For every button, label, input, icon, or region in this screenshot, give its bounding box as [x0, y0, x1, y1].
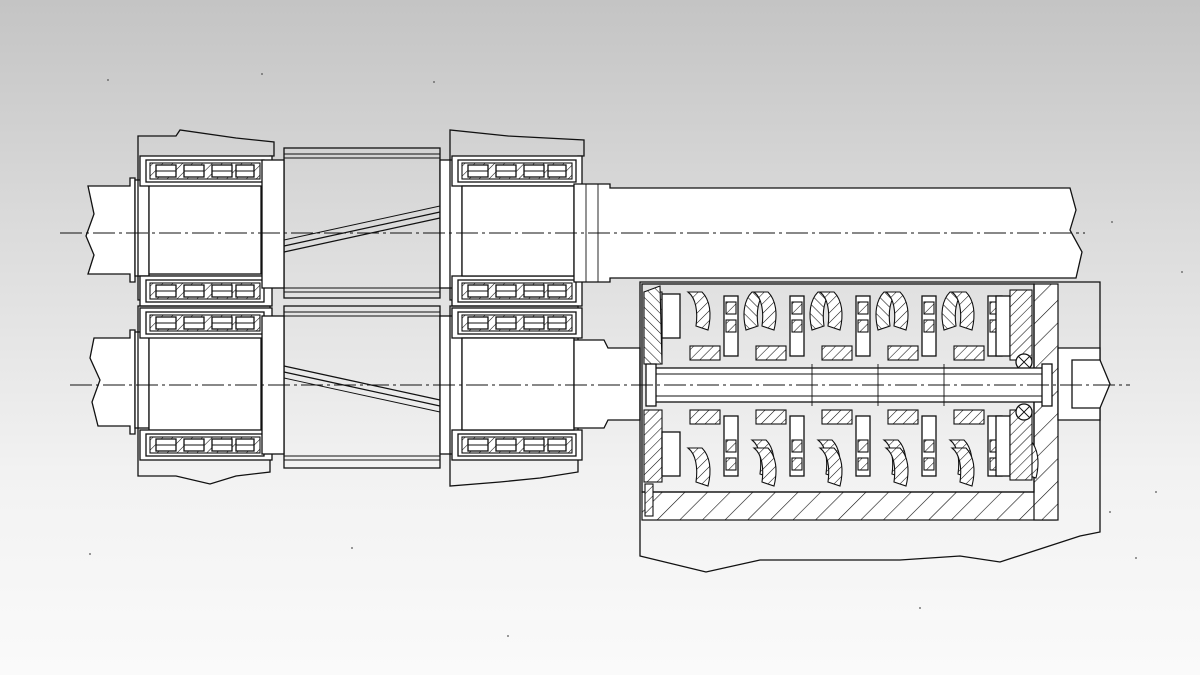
- lower-output-shaft-stub: [573, 339, 641, 429]
- upper-helical-drum: [261, 147, 463, 299]
- gearbox-housing: [639, 281, 1111, 573]
- lower-middle-bearing-housing: [449, 305, 583, 487]
- upper-left-bearing-housing: [137, 129, 275, 307]
- lower-helical-drum: [261, 305, 463, 469]
- housing-bolt: [644, 483, 654, 517]
- upper-input-shaft: [85, 177, 262, 283]
- lower-input-shaft: [89, 329, 262, 435]
- gear-stack: [641, 283, 1038, 493]
- upper-middle-bearing-housing: [449, 129, 585, 307]
- paper-specks: [89, 73, 1183, 637]
